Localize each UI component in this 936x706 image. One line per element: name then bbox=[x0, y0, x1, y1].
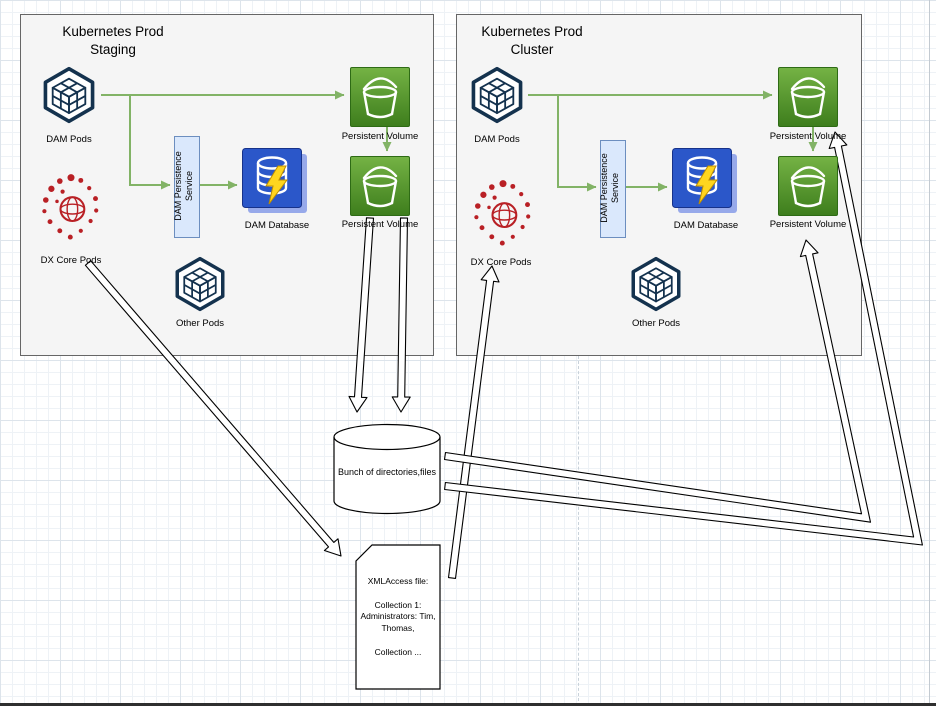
dam-database-icon[interactable] bbox=[242, 148, 308, 214]
cluster-prod-title: Kubernetes Prod Cluster bbox=[457, 23, 607, 58]
page-bottom-edge bbox=[0, 703, 936, 706]
other-pods-icon[interactable] bbox=[628, 256, 684, 312]
cluster-title-line2: Staging bbox=[90, 41, 136, 57]
dam-pods-label: DAM Pods bbox=[474, 134, 520, 145]
persistent-volume-bottom-label: Persistent Volume bbox=[341, 219, 419, 230]
xmlaccess-file-line: Collection 1: bbox=[374, 600, 422, 611]
green-connector-dampods-to-service[interactable] bbox=[129, 95, 171, 190]
xmlaccess-file-line: XMLAccess file: bbox=[367, 576, 429, 586]
other-pods-label: Other Pods bbox=[631, 318, 681, 329]
cluster-title-line1: Kubernetes Prod bbox=[62, 24, 164, 39]
xmlaccess-file-line: Administrators: Tim, bbox=[360, 611, 436, 622]
block-arrow-dxcore-to-xmlaccess[interactable] bbox=[84, 260, 342, 557]
xmlaccess-file-line: Collection ... bbox=[374, 646, 422, 657]
green-connector-dampods-to-service[interactable] bbox=[557, 95, 597, 192]
dam-persistence-service[interactable] bbox=[174, 136, 200, 238]
block-arrow-pv-to-directories[interactable] bbox=[348, 217, 375, 413]
dx-core-pods-icon[interactable] bbox=[468, 176, 538, 250]
block-arrow-directories-to-pv[interactable] bbox=[443, 239, 872, 523]
persistent-volume-bottom[interactable] bbox=[350, 156, 410, 216]
persistent-volume-bottom-label: Persistent Volume bbox=[769, 219, 847, 230]
dx-core-pods-label: DX Core Pods bbox=[40, 255, 102, 266]
dam-persistence-service[interactable] bbox=[600, 140, 626, 238]
xmlaccess-file[interactable]: XMLAccess file: Collection 1: Administra… bbox=[355, 544, 441, 690]
dam-pods-label: DAM Pods bbox=[46, 134, 92, 145]
dam-persistence-service-label: DAM Persistence Service bbox=[599, 153, 620, 223]
directories-cylinder[interactable]: Bunch of directories,files bbox=[333, 423, 441, 515]
dam-pods-icon[interactable] bbox=[40, 66, 98, 124]
page-right-edge bbox=[929, 0, 930, 706]
dam-database-label: DAM Database bbox=[244, 220, 310, 231]
persistent-volume-top-label: Persistent Volume bbox=[341, 131, 419, 142]
block-arrow-xmlaccess-to-dxcore[interactable] bbox=[447, 265, 500, 579]
dam-database-icon[interactable] bbox=[672, 148, 738, 214]
persistent-volume-top[interactable] bbox=[778, 67, 838, 127]
dx-core-pods-icon[interactable] bbox=[36, 170, 106, 244]
cluster-title-line1: Kubernetes Prod bbox=[481, 24, 583, 39]
block-arrow-pv-to-directories[interactable] bbox=[391, 217, 411, 413]
cluster-title-line2: Cluster bbox=[510, 41, 554, 57]
persistent-volume-top-label: Persistent Volume bbox=[769, 131, 847, 142]
xmlaccess-file-text: XMLAccess file: Collection 1: Administra… bbox=[358, 576, 438, 658]
persistent-volume-bottom[interactable] bbox=[778, 156, 838, 216]
dam-pods-icon[interactable] bbox=[468, 66, 526, 124]
other-pods-icon[interactable] bbox=[172, 256, 228, 312]
dam-database-label: DAM Database bbox=[673, 220, 739, 231]
block-arrow-directories-to-pv[interactable] bbox=[444, 131, 923, 546]
dx-core-pods-label: DX Core Pods bbox=[470, 257, 532, 268]
other-pods-label: Other Pods bbox=[175, 318, 225, 329]
cluster-staging-title: Kubernetes Prod Staging bbox=[33, 23, 193, 58]
directories-cylinder-label: Bunch of directories,files bbox=[337, 467, 437, 477]
dam-persistence-service-label: DAM Persistence Service bbox=[173, 151, 194, 221]
persistent-volume-top[interactable] bbox=[350, 67, 410, 127]
xmlaccess-file-line: Thomas, bbox=[381, 622, 415, 633]
page-divider-dashed bbox=[578, 356, 579, 706]
